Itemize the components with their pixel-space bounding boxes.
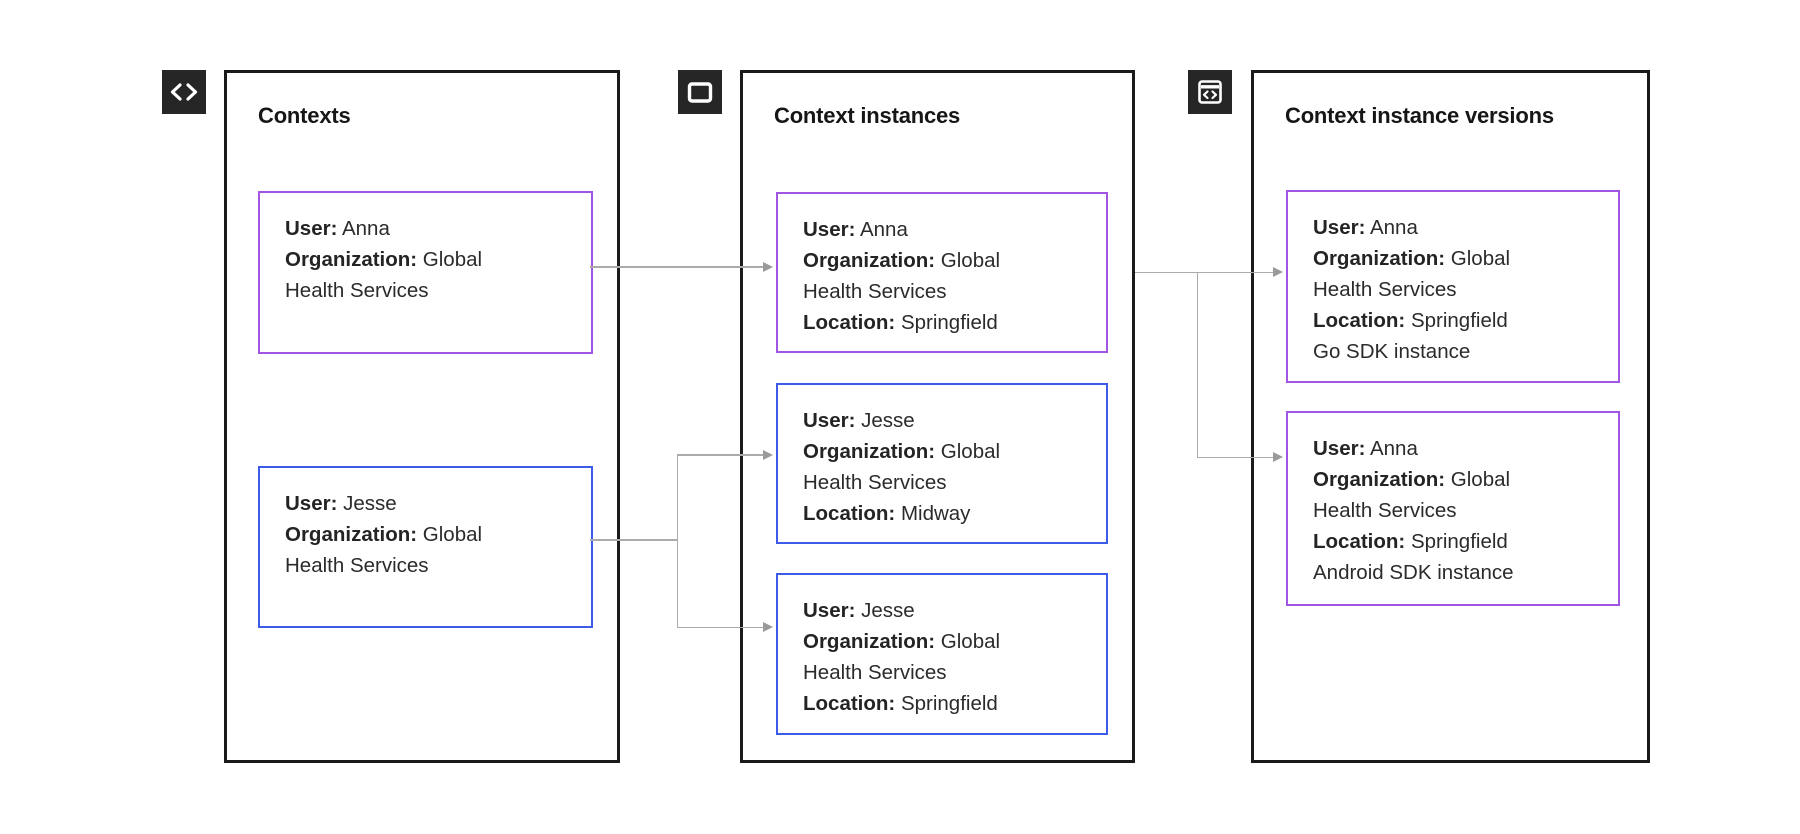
code-icon bbox=[162, 70, 206, 114]
panel-context-instances-title: Context instances bbox=[774, 103, 961, 128]
connector-jesse-to-midway-arrowhead bbox=[763, 450, 773, 460]
connector-jesse-stub-line bbox=[590, 539, 678, 541]
connector-anna-to-instance-arrowhead bbox=[763, 262, 773, 272]
panel-contexts-title: Contexts bbox=[258, 103, 351, 128]
connector-jesse-to-springfield-line bbox=[677, 626, 763, 628]
window-icon bbox=[678, 70, 722, 114]
browser-code-icon bbox=[1188, 70, 1232, 114]
connector-anna-to-instance-line bbox=[590, 266, 763, 268]
connector-instance-to-go-sdk-line bbox=[1135, 271, 1273, 273]
connector-jesse-to-midway-line bbox=[677, 454, 763, 456]
panel-context-instance-versions-title: Context instance versions bbox=[1285, 103, 1554, 128]
connector-instance-to-go-sdk-arrowhead bbox=[1273, 267, 1283, 277]
connector-jesse-to-springfield-arrowhead bbox=[763, 622, 773, 632]
connector-instance-to-android-sdk-line bbox=[1197, 456, 1273, 458]
connector-instance-branch-line bbox=[1196, 272, 1198, 457]
connector-instance-to-android-sdk-arrowhead bbox=[1273, 452, 1283, 462]
connector-jesse-branch-line bbox=[676, 454, 678, 628]
